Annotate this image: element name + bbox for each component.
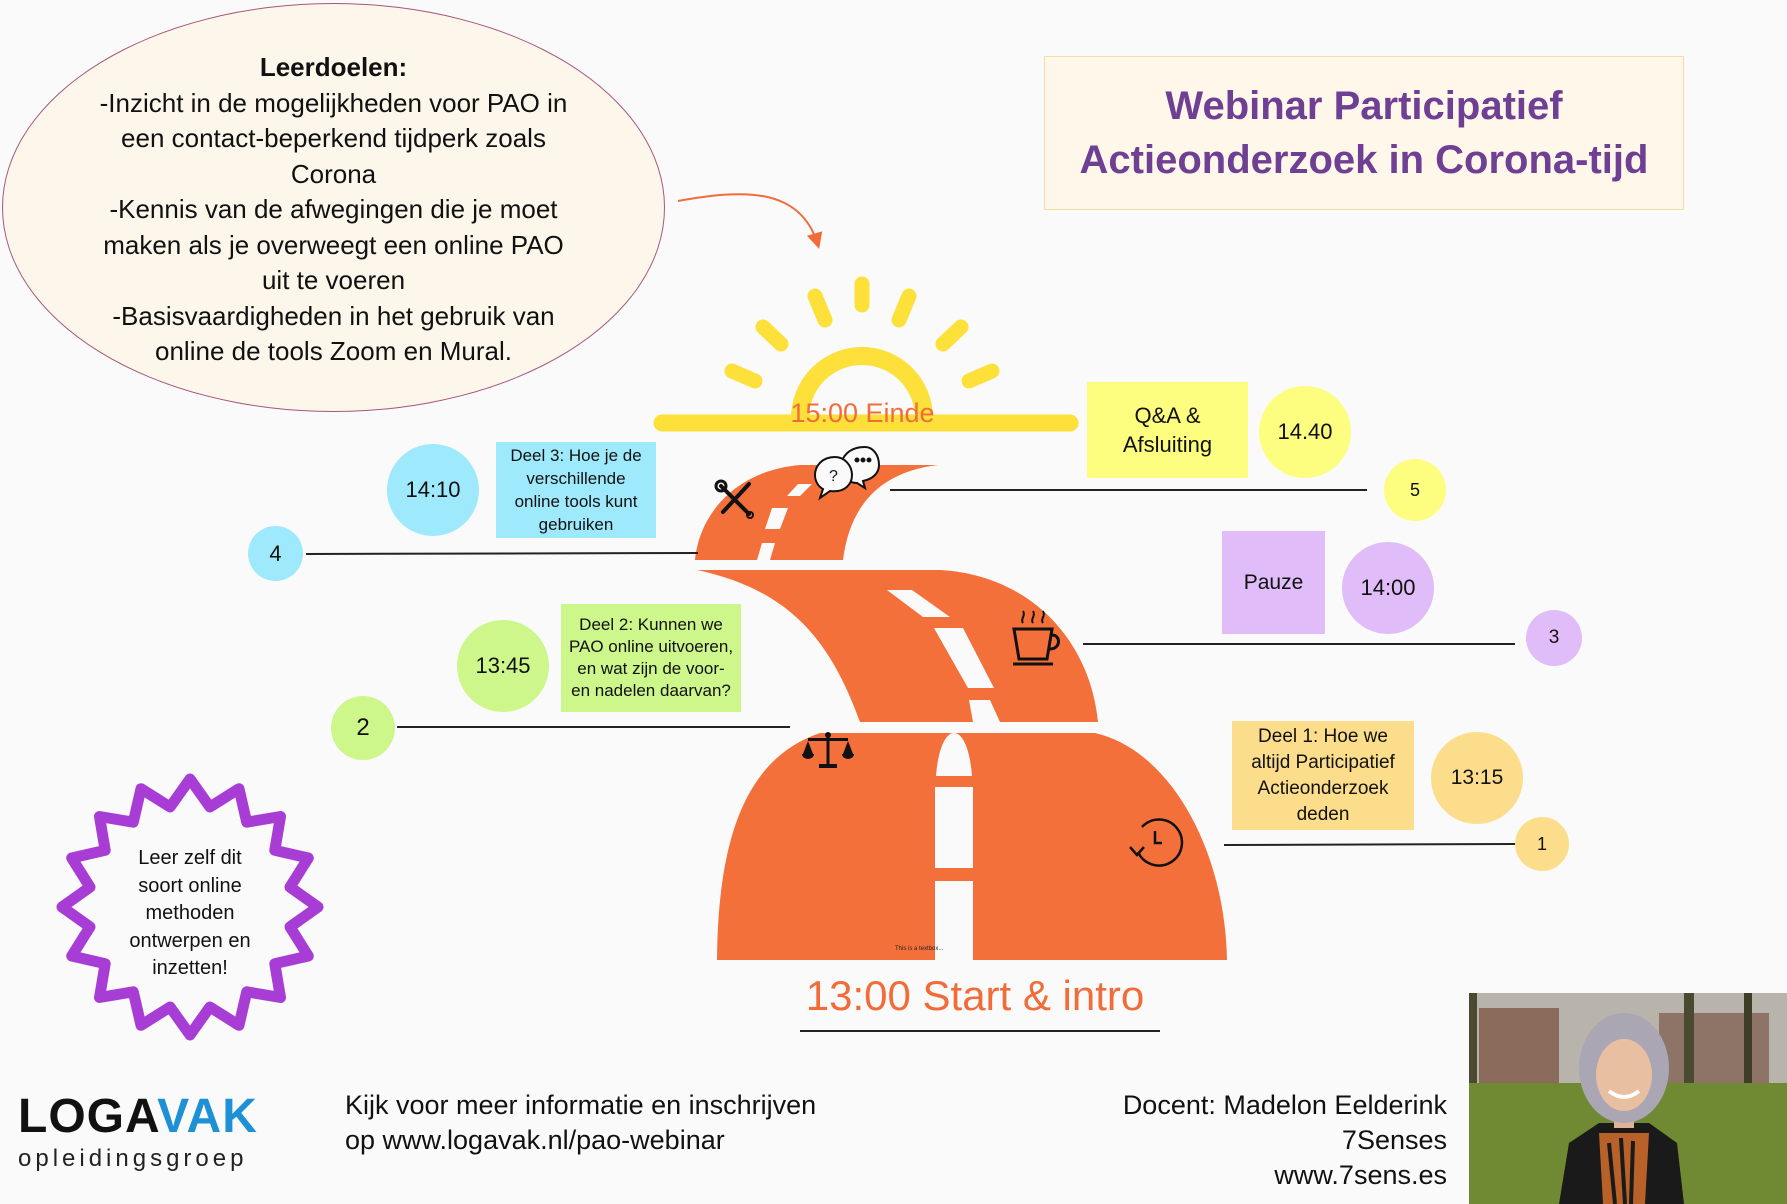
logo-subtitle: opleidingsgroep [18, 1145, 248, 1172]
connector-line-4 [305, 552, 699, 555]
step-2-label: Deel 2: Kunnen we PAO online uitvoeren, … [561, 604, 741, 712]
info-link[interactable]: op www.logavak.nl/pao-webinar [345, 1125, 725, 1155]
svg-text:?: ? [829, 468, 838, 485]
road-textbox-placeholder: This is a textbox... [895, 946, 944, 952]
teacher-name: Docent: Madelon Eelderink [1122, 1090, 1447, 1120]
step-2-number: 2 [331, 696, 395, 760]
step-1-time: 13:15 [1431, 732, 1523, 824]
logavak-logo[interactable]: LOGAVAK opleidingsgroep [18, 1092, 258, 1174]
badge-line: inzetten! [152, 957, 228, 979]
step-2-time: 13:45 [457, 620, 549, 712]
start-underline [800, 1030, 1160, 1032]
step-5-time: 14.40 [1259, 386, 1351, 478]
learning-goal-line: uit te voeren [261, 265, 406, 295]
clock-rewind-icon [1129, 818, 1184, 867]
step-4-time: 14:10 [387, 444, 479, 536]
teacher-info: Docent: Madelon Eelderink 7Senses www.7s… [1123, 1088, 1447, 1193]
badge-text: Leer zelf dit soort online methoden ontw… [95, 845, 285, 983]
end-label: 15:00 Einde [790, 398, 935, 428]
badge-line: ontwerpen en [129, 929, 251, 952]
webinar-title-line-1: Webinar Participatief [1165, 84, 1563, 128]
learning-goal-line: maken als je overweegt een online PAO [103, 229, 564, 260]
teacher-photo [1469, 993, 1787, 1204]
learning-goals-bubble: Leerdoelen: -Inzicht in de mogelijkheden… [2, 3, 665, 412]
logo-text-vak: VAK [157, 1090, 258, 1143]
info-line-1: Kijk voor meer informatie en inschrijven [345, 1090, 817, 1120]
logo-text-loga: LOGA [18, 1090, 158, 1143]
webinar-title-box: Webinar Participatief Actieonderzoek in … [1044, 56, 1684, 210]
step-1-label: Deel 1: Hoe we altijd Participatief Acti… [1232, 721, 1414, 830]
step-3-label: Pauze [1222, 531, 1325, 634]
coffee-cup-icon [1012, 610, 1060, 666]
connector-line-1 [1223, 843, 1516, 846]
badge-line: Leer zelf dit [138, 847, 242, 869]
webinar-title-line-2: Actieonderzoek in Corona-tijd [1079, 138, 1649, 182]
badge-star-shape [56, 773, 324, 1041]
step-5-number: 5 [1384, 459, 1446, 521]
step-3-time: 14:00 [1342, 542, 1434, 634]
learning-goal-line: -Kennis van de afwegingen die je moet [109, 194, 558, 224]
badge-line: soort online [138, 874, 242, 897]
road-segment-top [695, 465, 938, 560]
road-segment-middle [697, 570, 1098, 722]
learning-goal-line: -Inzicht in de mogelijkheden voor PAO in [99, 87, 568, 118]
scales-icon [802, 732, 854, 768]
learning-goal-line: online de tools Zoom en Mural. [155, 336, 512, 366]
tools-icon [714, 479, 754, 519]
teacher-website[interactable]: www.7sens.es [1274, 1160, 1447, 1190]
info-text: Kijk voor meer informatie en inschrijven… [345, 1088, 816, 1158]
sun-icon [653, 276, 1079, 432]
step-4-number: 4 [248, 526, 303, 581]
learning-goal-line: Corona [290, 158, 377, 189]
curved-arrow [677, 193, 823, 249]
step-5-label: Q&A & Afsluiting [1087, 382, 1248, 478]
step-3-number: 3 [1526, 610, 1582, 666]
badge-line: methoden [145, 902, 235, 924]
start-label: 13:00 Start & intro [805, 972, 1145, 1019]
teacher-company: 7Senses [1341, 1125, 1447, 1155]
learning-goals-title: Leerdoelen: [259, 52, 408, 82]
step-1-number: 1 [1515, 817, 1569, 871]
chat-bubbles-icon: ? [813, 445, 881, 501]
step-4-label: Deel 3: Hoe je de verschillende online t… [496, 442, 656, 538]
learning-goal-line: een contact-beperkend tijdperk zoals [121, 123, 546, 153]
learning-goal-line: -Basisvaardigheden in het gebruik van [112, 300, 555, 331]
